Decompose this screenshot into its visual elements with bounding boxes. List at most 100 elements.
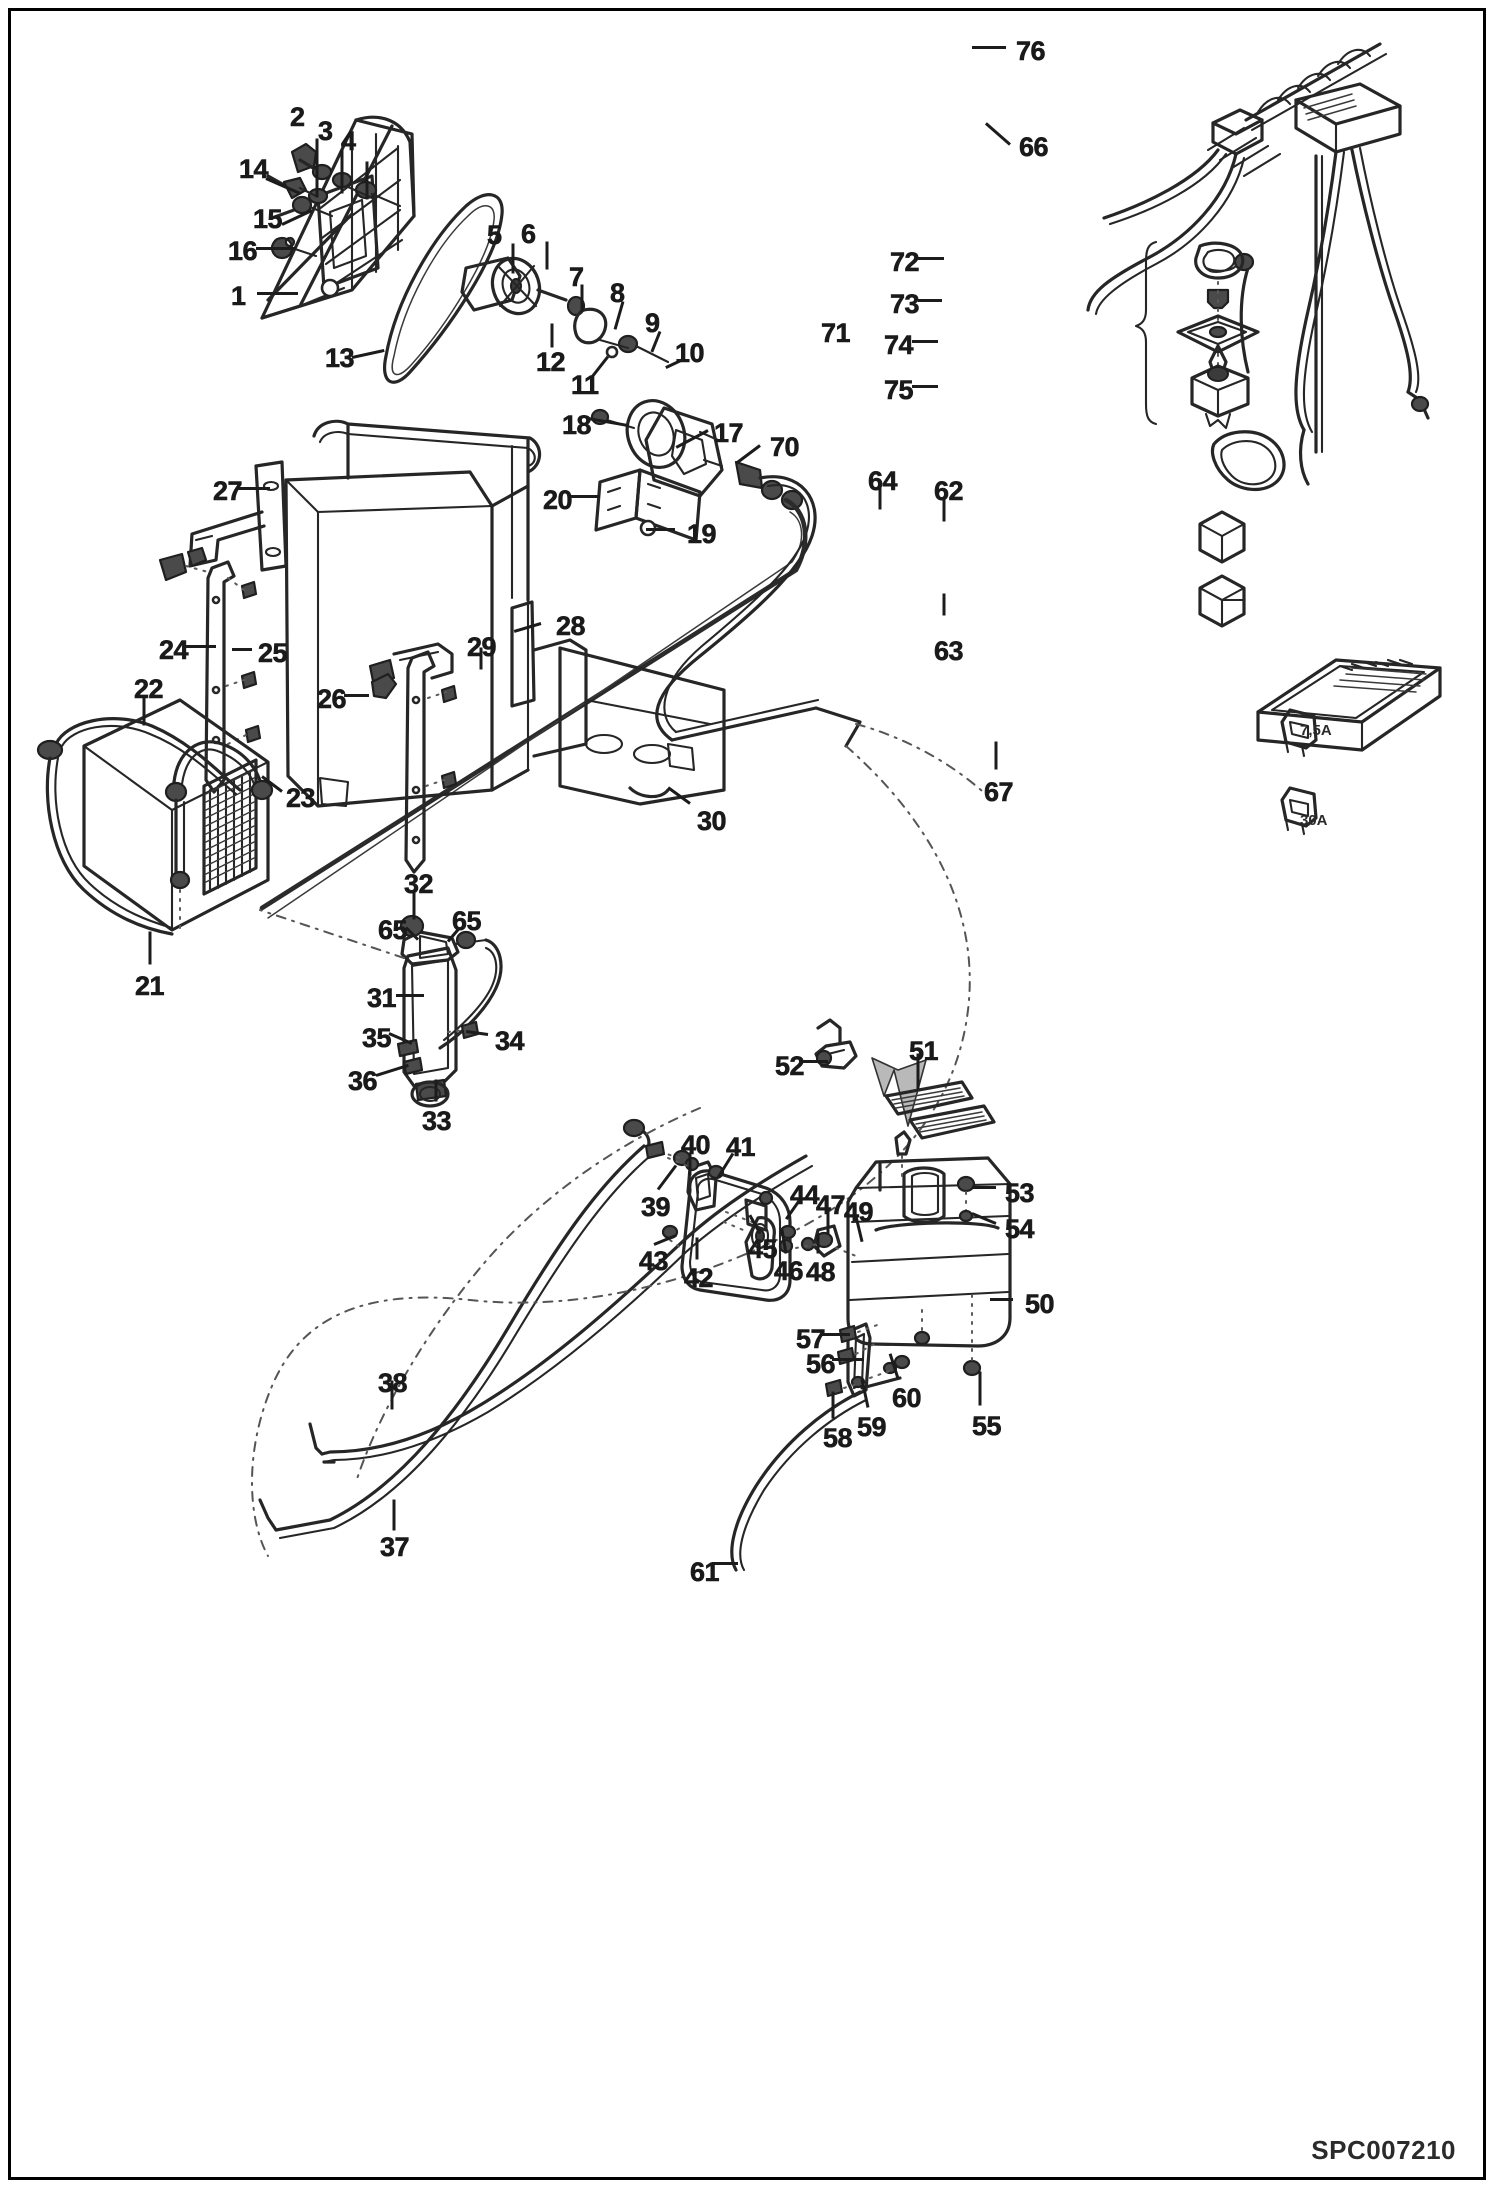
leader-line <box>646 528 675 531</box>
callout-40: 40 <box>681 1130 711 1160</box>
leader-line <box>434 1079 438 1102</box>
leader-line <box>148 931 152 965</box>
callout-62: 62 <box>934 476 964 506</box>
callout-73: 73 <box>890 289 920 319</box>
leader-line <box>912 385 938 388</box>
callout-65: 65 <box>452 906 482 936</box>
callout-21: 21 <box>135 971 165 1001</box>
callout-49: 49 <box>844 1197 874 1227</box>
leader-line <box>392 1499 396 1531</box>
callout-35: 35 <box>362 1023 392 1053</box>
callout-52: 52 <box>775 1051 805 1081</box>
callout-3: 3 <box>318 116 334 146</box>
callout-20: 20 <box>543 485 573 515</box>
callout-25: 25 <box>258 638 288 668</box>
leader-line <box>912 340 938 343</box>
callout-42: 42 <box>684 1263 714 1293</box>
callout-23: 23 <box>286 783 316 813</box>
leader-line <box>365 161 369 200</box>
callout-18: 18 <box>562 410 592 440</box>
callout-1: 1 <box>231 281 247 311</box>
callout-29: 29 <box>467 632 497 662</box>
callout-43: 43 <box>639 1246 669 1276</box>
callout-41: 41 <box>726 1132 756 1162</box>
callout-59: 59 <box>857 1412 887 1442</box>
callout-75: 75 <box>884 375 914 405</box>
leader-line <box>978 1371 982 1406</box>
leader-line <box>832 1358 864 1361</box>
callout-76: 76 <box>1016 36 1046 66</box>
leader-line <box>990 1298 1013 1301</box>
leader-line <box>340 149 344 194</box>
leader-line <box>972 1186 996 1189</box>
callout-8: 8 <box>610 278 626 308</box>
callout-54: 54 <box>1005 1214 1035 1244</box>
leader-line <box>822 1333 850 1336</box>
callout-6: 6 <box>521 219 537 249</box>
leader-line <box>256 247 296 250</box>
callout-72: 72 <box>890 247 920 277</box>
callout-2: 2 <box>290 102 306 132</box>
callout-66: 66 <box>1019 132 1049 162</box>
callout-36: 36 <box>348 1066 378 1096</box>
callout-63: 63 <box>934 636 964 666</box>
callout-56: 56 <box>806 1349 836 1379</box>
document-id: SPC007210 <box>1311 2135 1456 2165</box>
callout-50: 50 <box>1025 1289 1055 1319</box>
fuse-rating-label: 7,5A <box>1300 722 1332 739</box>
callout-51: 51 <box>909 1036 939 1066</box>
callout-16: 16 <box>228 236 258 266</box>
leader-line <box>315 138 319 198</box>
callout-33: 33 <box>422 1106 452 1136</box>
leader-line <box>186 645 216 648</box>
callout-46: 46 <box>774 1256 804 1286</box>
callout-7: 7 <box>569 262 585 292</box>
leader-line <box>816 1233 820 1254</box>
leader-line <box>257 292 298 295</box>
callout-47: 47 <box>816 1190 846 1220</box>
leader-line <box>942 593 946 616</box>
leader-line <box>545 241 549 270</box>
callout-31: 31 <box>367 983 397 1013</box>
leader-line <box>344 694 369 697</box>
callout-10: 10 <box>675 338 705 368</box>
callout-15: 15 <box>253 204 283 234</box>
leader-line <box>994 741 998 770</box>
callout-60: 60 <box>892 1383 922 1413</box>
leader-line <box>232 648 252 651</box>
callout-38: 38 <box>378 1368 408 1398</box>
fuse-rating-label: 30A <box>1300 812 1328 829</box>
callout-17: 17 <box>714 418 744 448</box>
leader-line <box>918 257 944 260</box>
callout-48: 48 <box>806 1257 836 1287</box>
leader-line <box>396 994 424 997</box>
leader-line <box>550 323 554 348</box>
callout-4: 4 <box>341 126 357 156</box>
callout-39: 39 <box>641 1192 671 1222</box>
callout-13: 13 <box>325 343 355 373</box>
leader-line <box>511 243 515 274</box>
callout-57: 57 <box>796 1324 826 1354</box>
callout-30: 30 <box>697 806 727 836</box>
callout-55: 55 <box>972 1411 1002 1441</box>
callout-37: 37 <box>380 1532 410 1562</box>
callout-24: 24 <box>159 635 189 665</box>
callout-34: 34 <box>495 1026 525 1056</box>
callout-27: 27 <box>213 476 243 506</box>
leader-line <box>695 1237 699 1260</box>
callout-53: 53 <box>1005 1178 1035 1208</box>
leader-line <box>570 495 600 498</box>
diagram-border <box>8 8 1486 2180</box>
callout-32: 32 <box>404 869 434 899</box>
callout-26: 26 <box>317 684 347 714</box>
callout-44: 44 <box>790 1180 820 1210</box>
callout-64: 64 <box>868 466 898 496</box>
callout-11: 11 <box>571 370 600 400</box>
leader-line <box>918 299 942 302</box>
leader-line <box>972 46 1006 49</box>
callout-61: 61 <box>690 1557 720 1587</box>
leader-line <box>712 1562 738 1565</box>
callout-65: 65 <box>378 915 408 945</box>
callout-70: 70 <box>770 432 800 462</box>
callout-67: 67 <box>984 777 1014 807</box>
